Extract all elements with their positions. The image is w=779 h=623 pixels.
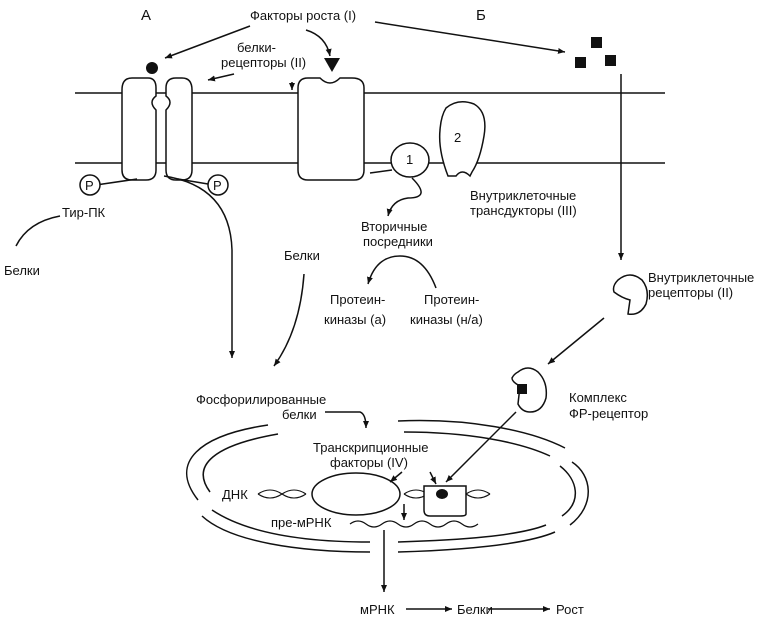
panel-a-label: А: [141, 7, 152, 24]
phosphate-left-label: P: [85, 178, 94, 193]
complex-label-1: Комплекс: [569, 390, 627, 405]
phosphate-left: [79, 174, 101, 196]
rtk-right-subunit: [165, 77, 193, 181]
protein-kinases-a-label-2: киназы (а): [324, 312, 387, 327]
protein-kinases-na-label-1: Протеин-: [424, 292, 480, 307]
transcription-factors-label-1: Транскрипционные: [313, 440, 429, 455]
kinase-activation-arc: [367, 255, 437, 289]
phosphate-right-label: P: [213, 178, 222, 193]
growth-factor-receptor-complex: [511, 367, 548, 413]
proteins-mid-label: Белки: [284, 248, 320, 263]
transcription-factor: [311, 472, 401, 516]
arrow-receptor-label: [207, 73, 235, 82]
phosphorylated-proteins-label-2: белки: [282, 407, 317, 422]
transducer-2: [438, 101, 486, 178]
arrow-receptor-to-complex: [547, 317, 605, 365]
complex-ligand: [517, 384, 527, 394]
dna-binding-complex: [423, 485, 467, 517]
complex-label-2: ФР-рецептор: [569, 406, 649, 421]
square-ligands: [575, 37, 616, 68]
proteins-bracket-left: [15, 215, 61, 247]
tyr-pk-curve: [163, 175, 235, 358]
phosphate-right: [207, 174, 229, 196]
second-messengers-label-1: Вторичные: [361, 219, 428, 234]
rtk-left-subunit: [121, 77, 157, 181]
protein-kinases-na-label-2: киназы (н/а): [410, 312, 483, 327]
panel-b-label: Б: [476, 7, 486, 24]
arrow-gf-to-squares: [374, 21, 566, 54]
dna-bound-ligand: [436, 489, 448, 499]
growth-label: Рост: [556, 602, 584, 617]
transcription-factors-label-2: факторы (IV): [330, 455, 408, 470]
protein-kinases-a-label-1: Протеин-: [330, 292, 386, 307]
pre-mrna-label: пре-мРНК: [271, 515, 332, 530]
arrow-gf-to-triangle: [305, 29, 332, 57]
dna-label: ДНК: [222, 487, 248, 502]
transducer-2-label: 2: [454, 130, 462, 145]
intracellular-transducers-label-2: трансдукторы (III): [470, 203, 577, 218]
arrow-phospho-to-tf: [325, 411, 369, 429]
intracellular-receptors-label-1: Внутриклеточные: [648, 270, 755, 285]
arrow-proteins-mid: [273, 273, 305, 367]
receptor-proteins-label-2: рецепторы (II): [221, 55, 307, 70]
pre-mrna-wave: [349, 520, 479, 528]
proteins-bottom-label: Белки: [457, 602, 493, 617]
mrna-label: мРНК: [360, 602, 395, 617]
ligand-triangle: [324, 58, 340, 72]
receptor-tyrosine-kinase: [95, 77, 215, 186]
transducer-1: [390, 142, 430, 178]
second-messengers-label-2: посредники: [363, 234, 433, 249]
arrow-tf-to-complex: [429, 471, 437, 485]
proteins-left-label: Белки: [4, 263, 40, 278]
intracellular-transducers-label-1: Внутриклеточные: [470, 188, 577, 203]
arrow-complex-to-dna: [445, 411, 517, 483]
transducer-1-label: 1: [406, 152, 414, 167]
arrow-gf-to-ligand: [164, 25, 251, 59]
receptor-proteins-label-1: белки-: [237, 40, 276, 55]
growth-factors-label: Факторы роста (I): [250, 8, 357, 23]
nucleus-envelope: [186, 419, 589, 553]
phosphorylated-proteins-label-1: Фосфорилированные: [196, 392, 327, 407]
intracellular-receptors-label-2: рецепторы (II): [648, 285, 734, 300]
tyr-pk-label: Тир-ПК: [62, 205, 106, 220]
receptor-protein: [297, 77, 365, 181]
ligand-circle: [146, 62, 158, 74]
arrow-transducer-to-messengers: [386, 177, 422, 217]
intracellular-receptor: [612, 274, 649, 316]
arrow-tf-to-protein: [389, 471, 403, 483]
